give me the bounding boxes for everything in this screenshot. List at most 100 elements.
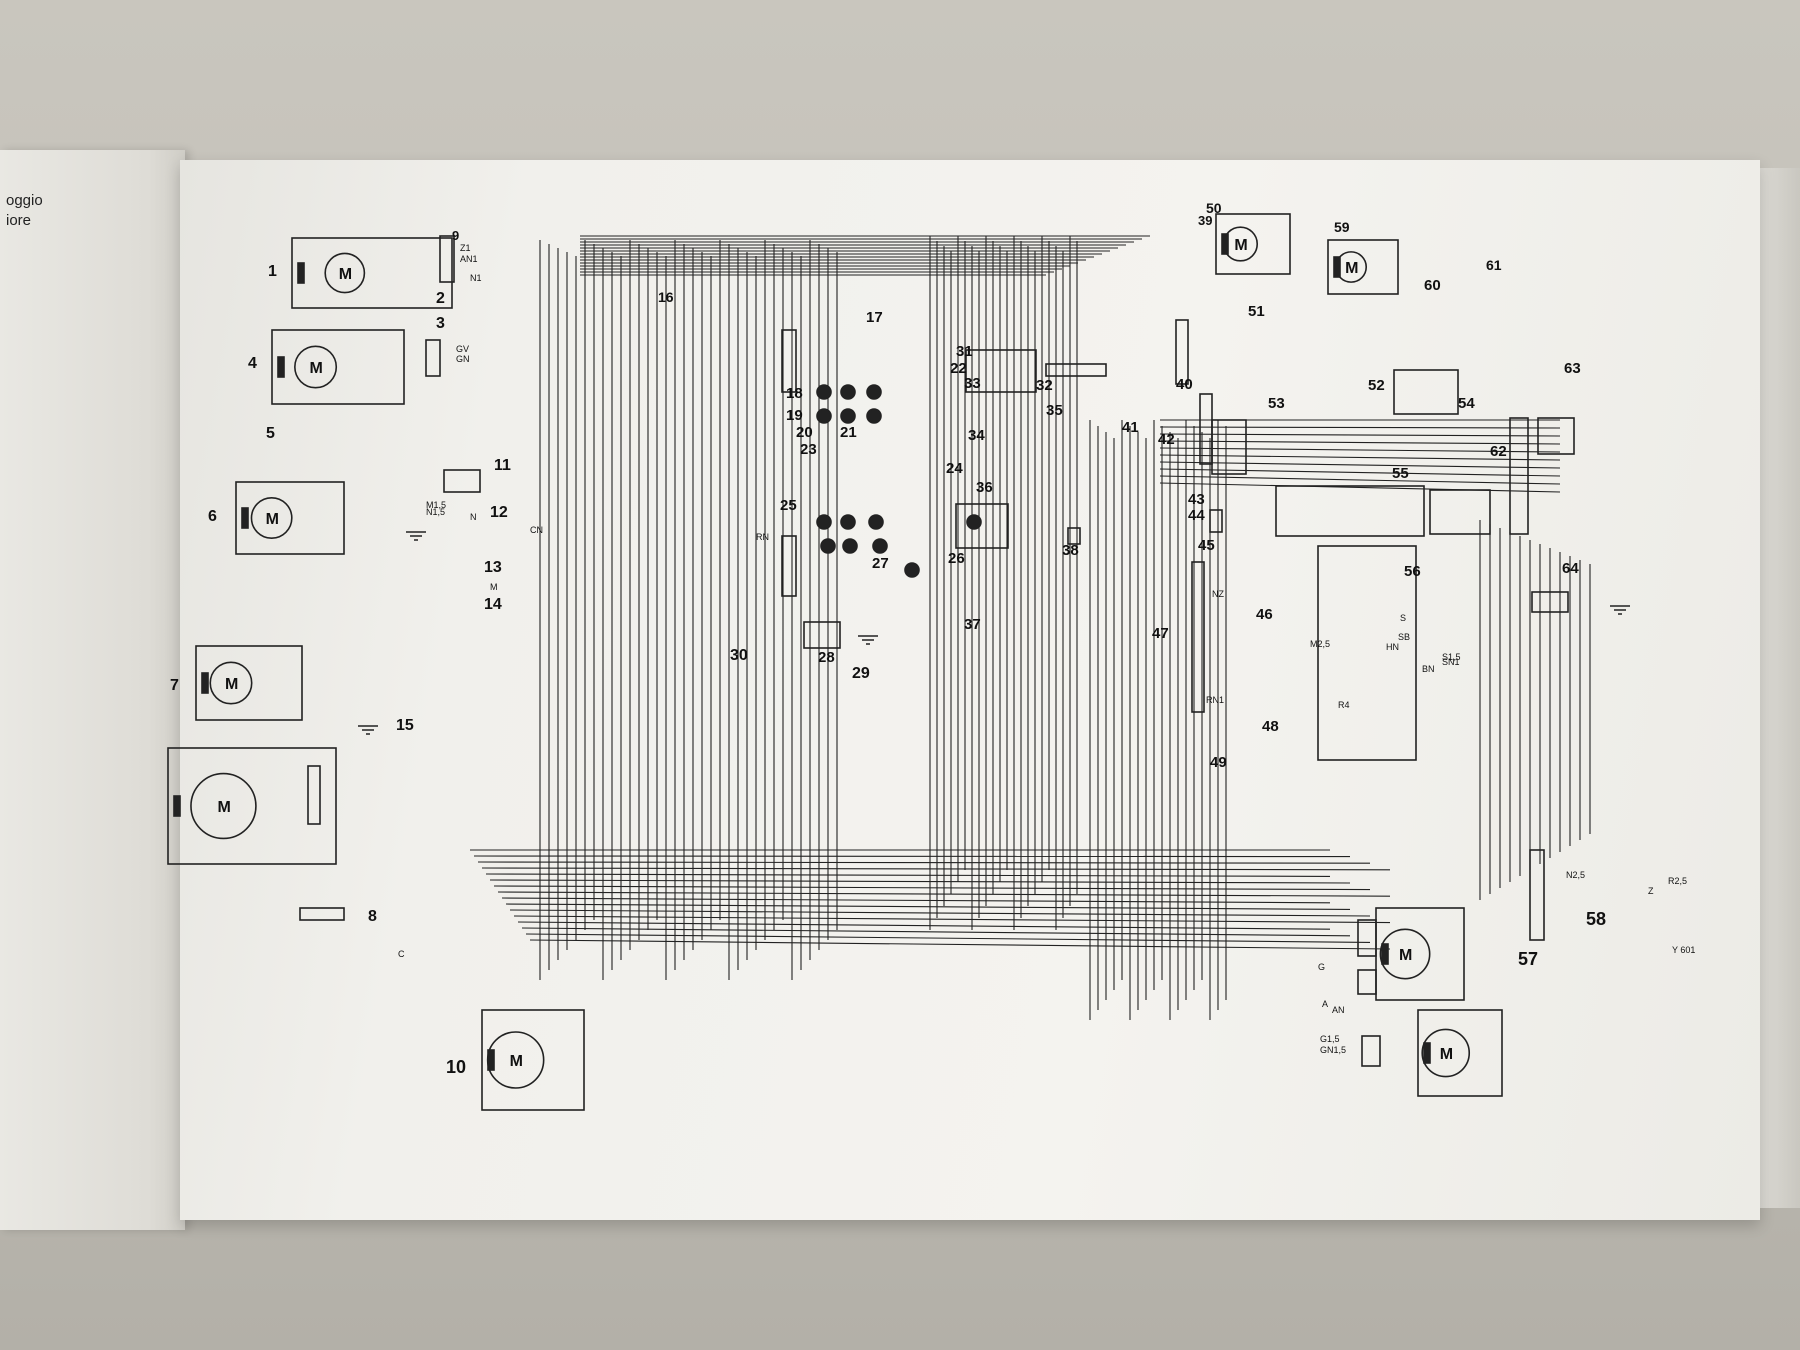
connector-block [425,339,441,377]
callout-15: 15 [396,717,414,734]
harness-wire [529,939,1391,950]
motor-housing [167,747,337,865]
callout-44: 44 [1188,507,1205,524]
motor-symbol: M [1345,260,1358,277]
callout-14: 14 [484,596,502,613]
harness-wire [497,891,1391,897]
harness-wire [489,879,1351,884]
callout-23: 23 [800,441,817,458]
harness-wire [517,921,1331,930]
callout-22: 22 [950,360,967,377]
callout-42: 42 [1158,431,1175,448]
callout-59: 59 [1334,219,1350,235]
wire-code-label: M1,5 [426,500,446,510]
components [167,213,1630,1111]
callout-16: 16 [658,289,674,305]
callout-64: 64 [1562,560,1579,577]
motor-symbol: M [339,266,352,283]
ground-icon [406,531,426,541]
callout-32: 32 [1036,377,1053,394]
motor-housing [1417,1009,1503,1097]
connector-block [803,621,841,649]
connector-block [1317,545,1417,761]
harness-wire [1159,440,1561,445]
motor-brush [1333,256,1341,278]
callout-26: 26 [948,550,965,567]
callout-17: 17 [866,309,883,326]
callout-27: 27 [872,555,889,572]
motor-housing [271,329,405,405]
callout-46: 46 [1256,606,1273,623]
connector-block [781,535,797,597]
motor-icon [190,772,257,840]
connector-block [1529,849,1545,941]
motor-brush [297,262,305,284]
harness-wire [509,909,1371,917]
connector-block [1361,1035,1381,1067]
callout-2: 2 [436,290,445,307]
wire-code-label: N2,5 [1566,870,1585,880]
callout-5: 5 [266,425,275,442]
harness-wire [473,855,1351,858]
harness-wire [505,903,1351,910]
callout-56: 56 [1404,563,1421,580]
lamp-icon [842,538,858,554]
callout-19: 19 [786,407,803,424]
connector-block [1209,509,1223,533]
harness-wire [1159,447,1561,453]
lamp-icon [840,514,856,530]
motor-brush [1221,233,1229,255]
wire-code-label: RN [756,532,769,542]
wire-code-label: Z1 [460,243,471,253]
wire-code-label: G1,5 [1320,1034,1340,1044]
callout-35: 35 [1046,402,1063,419]
motor-icon [250,497,293,539]
callout-39: 39 [1198,213,1212,228]
lamp-icon [866,408,882,424]
motor-housing [195,645,303,721]
callout-49: 49 [1210,754,1227,771]
motor-symbol: M [510,1053,523,1070]
callout-52: 52 [1368,377,1385,394]
harness-wire [481,867,1391,871]
wire-code-label: GN1,5 [1320,1045,1346,1055]
connector-block [443,469,481,493]
callout-24: 24 [946,460,963,477]
motor-housing [235,481,345,555]
connector-block [299,907,345,921]
harness-wire [1159,433,1561,437]
wire-code-label: Z [1648,886,1654,896]
harness-wire [525,933,1371,943]
connector-block [1357,969,1377,995]
lamp-icon [868,514,884,530]
harness-wire [501,897,1331,904]
motor-brush [277,356,285,378]
callout-10: 10 [446,1057,466,1077]
harness-wire [1159,475,1561,485]
wire-code-label: G [1318,962,1325,972]
motor-symbol: M [225,676,238,693]
callout-43: 43 [1188,491,1205,508]
motor-icon [294,345,338,389]
ground-icon [858,635,878,645]
harness-wire [493,885,1371,891]
callout-38: 38 [1062,542,1079,559]
callout-33: 33 [964,375,981,392]
callout-45: 45 [1198,537,1215,554]
callout-41: 41 [1122,419,1139,436]
harness-wire [477,861,1371,864]
motor-brush [173,795,181,817]
wire-code-label: HN [1386,642,1399,652]
wire-code-label: GN [456,354,470,364]
harness-wire [485,873,1331,877]
callout-31: 31 [956,343,973,360]
wire-code-label: S [1400,613,1406,623]
connector-block [1509,417,1529,535]
motor-symbol: M [217,799,230,816]
motor-brush [201,672,209,694]
callout-1: 1 [268,263,277,280]
lamp-icon [966,514,982,530]
callout-48: 48 [1262,718,1279,735]
connector-block [1175,319,1189,385]
ground-icon [358,725,378,735]
